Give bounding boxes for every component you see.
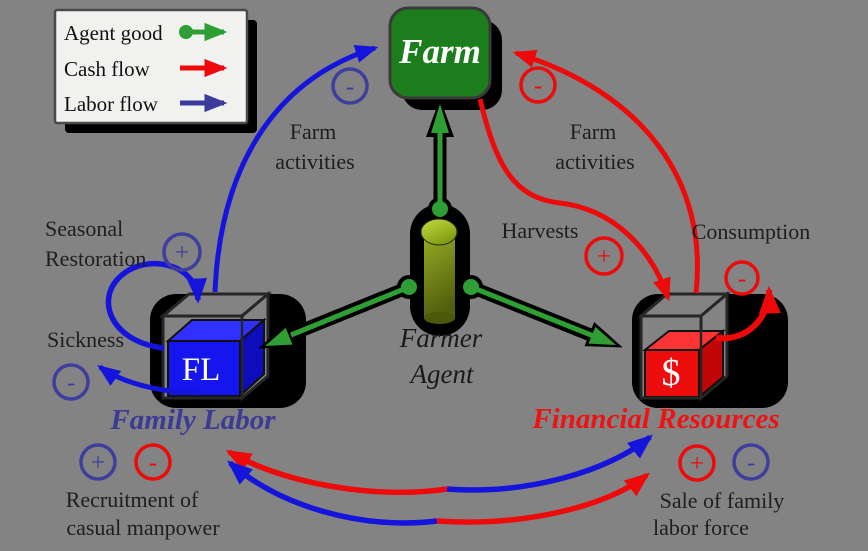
agent-good-arrow-to-financial [459,275,623,348]
sign-sale-cash: + [678,444,716,482]
farmer-agent-node: Farmer Agent [258,98,623,389]
sickness-arrow [97,364,199,396]
agent-good-arrow-to-farm [426,98,454,221]
svg-text:+: + [690,451,704,478]
recruitment-label-line1: Recruitment of [66,487,199,512]
sign-sale-labor: - [732,443,770,481]
sign-farm-activities-labor: - [331,67,369,105]
farmer-cylinder-top [420,218,458,246]
farmer-cylinder-bottom [424,312,455,324]
seasonal-restoration-label-line1: Seasonal [45,216,123,241]
farm-activities-left-label-line2: activities [275,149,354,174]
family-labor-node: FL [150,290,306,408]
farm-label: Farm [398,32,481,71]
sale-label-line1: Sale of family [660,488,785,513]
svg-text:+: + [597,244,611,271]
legend-labor-flow-label: Labor flow [64,92,159,116]
family-labor-abbrev: FL [182,352,221,388]
farm-node: Farm [388,6,502,110]
sign-recruitment-cash: - [134,443,172,481]
sale-cash-arrow [436,472,650,525]
svg-text:-: - [346,74,354,101]
sign-farm-activities-cash: - [519,66,557,104]
farmer-cylinder-body [424,233,455,318]
farmer-agent-label-line1: Farmer [399,323,483,353]
consumption-cash-arrow [715,285,781,342]
recruitment-cash-arrow [225,449,448,495]
sign-seasonal-restoration: + [162,232,202,272]
svg-text:+: + [91,450,105,477]
seasonal-restoration-arrow [105,260,207,351]
farm-activities-labor-arrow [212,45,379,293]
seasonal-restoration-label-line2: Restoration [45,246,146,271]
sign-harvests: + [584,236,624,276]
legend-cash-flow-label: Cash flow [64,57,151,81]
legend-agent-good-label: Agent good [64,21,163,45]
farm-activities-right-label-line1: Farm [570,119,616,144]
svg-text:-: - [747,450,755,477]
family-labor-cube-front-edge [161,314,244,400]
farm-activities-cash-arrow [512,50,700,294]
svg-text:-: - [534,73,542,100]
financial-resources-node: $ [632,290,788,408]
sign-sickness: - [52,363,90,401]
harvests-cash-arrow [477,98,671,302]
family-labor-label: Family Labor [109,404,276,436]
svg-text:-: - [738,266,746,293]
financial-cube-front-edge [639,314,703,400]
sale-label-line2: labor force [653,515,749,540]
sign-consumption: - [724,260,760,296]
sale-labor-arrow [446,434,653,493]
farmer-agent-label-line2: Agent [409,359,475,389]
legend-box [53,8,249,125]
recruitment-labor-arrow [227,460,438,526]
financial-resources-label: Financial Resources [531,403,779,435]
agent-good-arrow-to-family-labor [258,275,421,349]
family-labor-fill-front [167,340,241,397]
harvests-label: Harvests [502,218,579,243]
financial-abbrev: $ [662,352,681,394]
consumption-label: Consumption [692,219,811,244]
farm-activities-right-label-line2: activities [555,149,634,174]
legend: Agent good Cash flow Labor flow [53,8,257,133]
svg-text:+: + [175,240,189,267]
svg-text:-: - [67,370,75,397]
svg-text:-: - [149,450,157,477]
sign-recruitment-labor: + [79,443,117,481]
farm-activities-left-label-line1: Farm [290,119,336,144]
sickness-label: Sickness [47,327,124,352]
recruitment-label-line2: casual manpower [66,515,220,540]
